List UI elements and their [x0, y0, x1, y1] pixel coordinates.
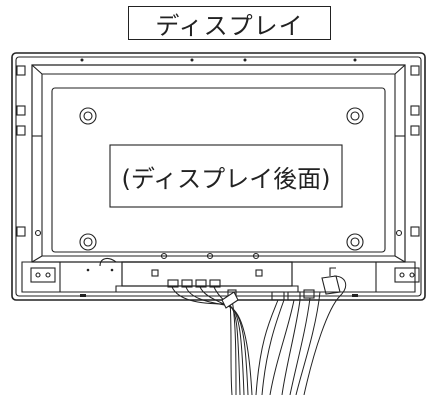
- bottom-marks: [80, 268, 358, 297]
- bezel-inner: [15, 56, 422, 297]
- rear-cabinet-step-left: [31, 64, 406, 263]
- rear-panel-recess: [51, 87, 386, 253]
- cable-tie: [221, 291, 239, 309]
- mount-hole-top-right: [346, 107, 364, 125]
- bottom-base-inner: [59, 262, 377, 292]
- left-foot: [30, 267, 56, 283]
- bezel-outer: [11, 52, 426, 301]
- mount-hole-bottom-right: [346, 233, 364, 251]
- display-title-box: ディスプレイ: [128, 6, 331, 40]
- terminal-bracket-lip: [115, 285, 299, 293]
- rear-label-area: (ディスプレイ後面): [110, 145, 342, 207]
- left-side-tabs: [16, 65, 26, 237]
- rear-small-screws: [34, 229, 403, 260]
- right-side-tabs: [410, 65, 420, 237]
- mount-hole-bottom-left: [79, 233, 97, 251]
- mount-hole-top-left: [79, 107, 97, 125]
- cable-bundle: [171, 275, 347, 395]
- right-foot: [394, 267, 420, 283]
- right-clip: [321, 275, 341, 295]
- rear-label-text: (ディスプレイ後面): [121, 164, 331, 193]
- display-title: ディスプレイ: [155, 11, 304, 40]
- terminal-bracket: [121, 261, 293, 287]
- bezel-top-screws: [80, 58, 357, 62]
- rear-label-frame: [109, 144, 343, 208]
- left-hook: [99, 257, 117, 267]
